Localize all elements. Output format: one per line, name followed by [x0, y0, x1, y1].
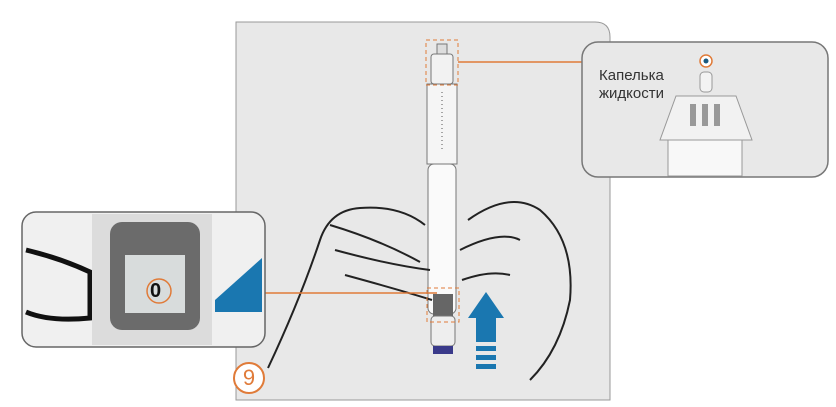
needle-highlight — [425, 39, 459, 86]
dose-display-inset — [21, 211, 266, 348]
drop-label-line1: Капелька — [599, 67, 664, 84]
push-up-arrow — [468, 292, 504, 369]
drop-label-line2: жидкости — [599, 85, 664, 102]
needle-tip-inset — [581, 41, 829, 178]
step-number-badge: 9 — [233, 362, 265, 394]
dose-display-value: 0 — [150, 280, 162, 302]
left-hand — [267, 206, 433, 369]
insulin-pen — [426, 43, 458, 354]
right-hand — [459, 201, 572, 381]
display-highlight — [426, 287, 460, 323]
main-panel — [235, 21, 611, 401]
